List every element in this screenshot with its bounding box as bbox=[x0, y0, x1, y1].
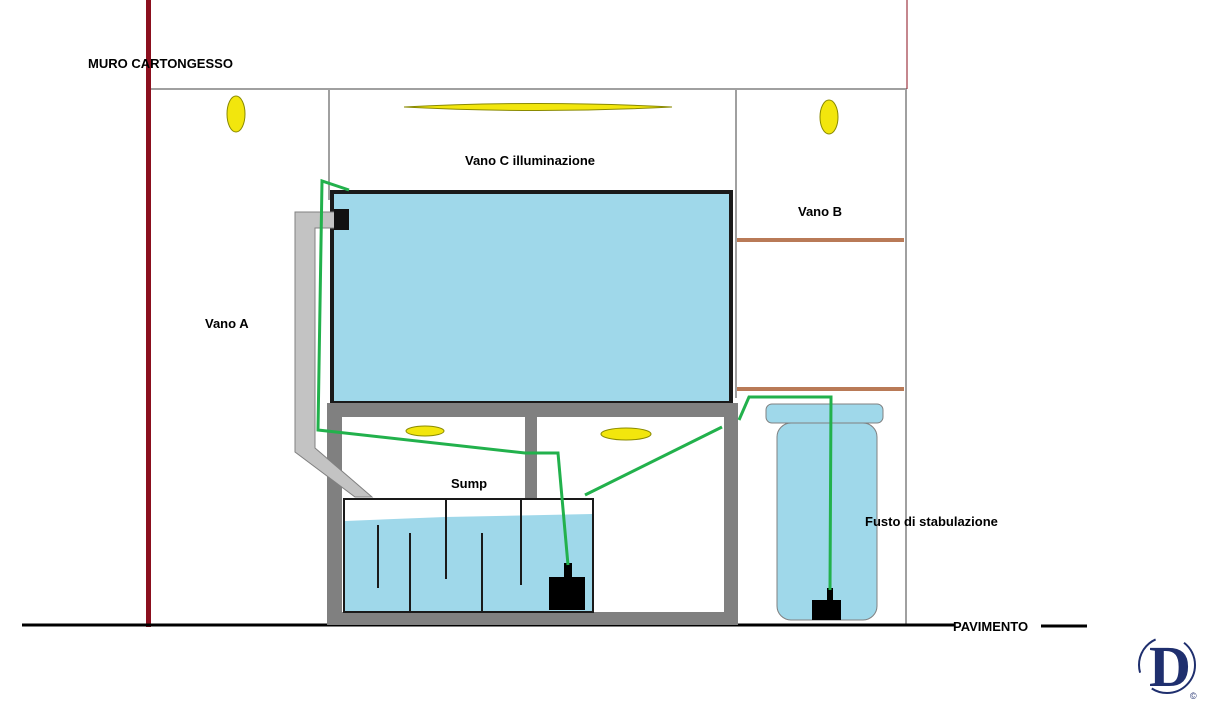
overflow-box bbox=[334, 209, 349, 230]
shelf-lower bbox=[737, 387, 904, 391]
drum-label: Fusto di stabulazione bbox=[865, 514, 998, 529]
spotlight-bay-b bbox=[819, 99, 839, 135]
display-tank bbox=[330, 190, 733, 405]
led-bar-light bbox=[403, 103, 673, 111]
sump-light-left bbox=[405, 425, 445, 437]
drum-pump-outlet bbox=[827, 588, 833, 602]
wall-label: MURO CARTONGESSO bbox=[88, 56, 233, 71]
bay-b-label: Vano B bbox=[798, 204, 842, 219]
logo-letter: D bbox=[1149, 634, 1191, 699]
bay-a-label: Vano A bbox=[205, 316, 249, 331]
spotlight-bay-a bbox=[226, 95, 246, 133]
bay-c-label: Vano C illuminazione bbox=[465, 153, 595, 168]
transfer-line bbox=[584, 425, 723, 497]
return-pump-outlet bbox=[564, 563, 572, 579]
return-pump bbox=[549, 577, 585, 610]
plumbing-lines bbox=[316, 178, 833, 591]
cabinet-outline bbox=[150, 0, 908, 625]
sump-baffles bbox=[377, 499, 522, 611]
sump-light-right bbox=[600, 427, 652, 441]
drum-pump bbox=[812, 600, 841, 620]
drum-lid bbox=[765, 403, 884, 424]
plasterboard-wall bbox=[146, 0, 151, 627]
shelf-upper bbox=[737, 238, 904, 242]
sump-water bbox=[345, 514, 592, 611]
return-line bbox=[316, 178, 570, 566]
stand-frame bbox=[327, 403, 738, 625]
floor-label: PAVIMENTO bbox=[953, 619, 1028, 634]
logo-ring-icon bbox=[1138, 636, 1196, 694]
sump-label: Sump bbox=[451, 476, 487, 491]
brand-logo: D © bbox=[1138, 634, 1197, 701]
logo-copyright-icon: © bbox=[1190, 691, 1197, 701]
drum-line bbox=[737, 395, 833, 591]
